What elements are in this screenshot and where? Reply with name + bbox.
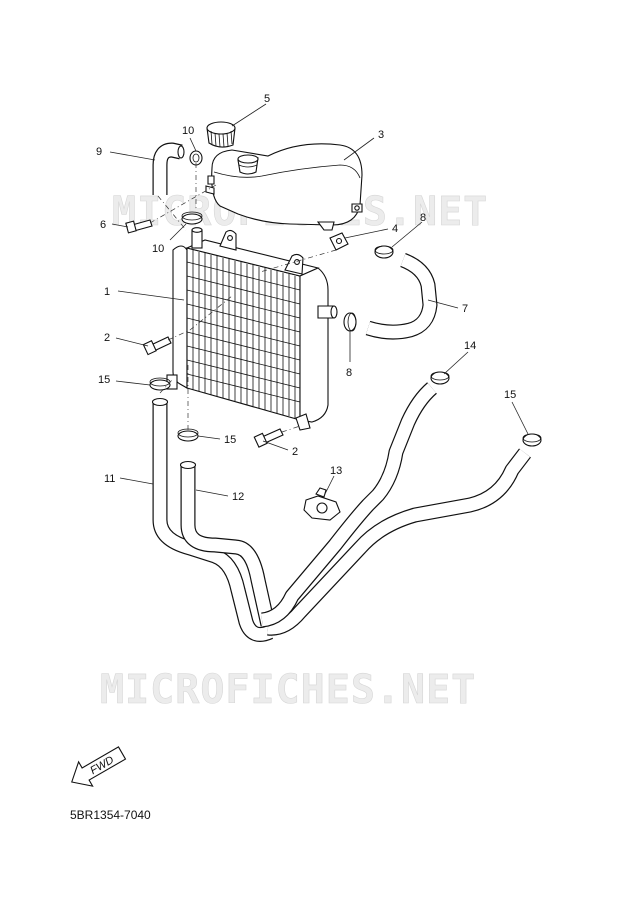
- svg-text:6: 6: [100, 219, 106, 231]
- callout-12: 12: [195, 489, 244, 503]
- svg-text:15: 15: [224, 434, 236, 446]
- clamp-10-lower: [181, 211, 203, 225]
- svg-text:12: 12: [232, 491, 244, 503]
- callout-1: 1: [104, 286, 185, 301]
- svg-text:2: 2: [292, 446, 298, 458]
- callout-15-left-top: 15: [98, 374, 151, 386]
- svg-text:11: 11: [104, 473, 115, 485]
- clamp-8-lower: [343, 312, 357, 332]
- svg-text:14: 14: [464, 340, 476, 352]
- fitting-13: [303, 487, 341, 521]
- callout-15-right: 15: [504, 389, 529, 435]
- fwd-label: FWD: [88, 754, 116, 777]
- callout-14: 14: [443, 340, 476, 375]
- svg-text:15: 15: [98, 374, 110, 386]
- hose-9: [152, 142, 185, 195]
- callout-11: 11: [104, 473, 154, 485]
- hose-11: [151, 397, 274, 642]
- callout-7: 7: [427, 299, 468, 315]
- fwd-arrow: FWD: [71, 746, 127, 787]
- hose-7: [365, 252, 438, 340]
- svg-text:2: 2: [104, 332, 110, 344]
- callout-15-left-mid: 15: [197, 434, 236, 446]
- bolt-2-lower: [253, 428, 284, 448]
- bolt-6: [125, 219, 153, 234]
- callout-6: 6: [100, 219, 129, 231]
- clamp-15-right: [522, 433, 542, 447]
- clamp-14: [430, 371, 450, 385]
- bracket-4: [329, 232, 349, 251]
- svg-text:10: 10: [182, 125, 194, 137]
- reservoir-cap: [206, 121, 236, 148]
- svg-text:5: 5: [264, 93, 270, 105]
- callout-10-upper: 10: [182, 125, 197, 152]
- svg-text:8: 8: [346, 367, 352, 379]
- assembly-lines: [149, 163, 337, 433]
- hose-12: [179, 460, 276, 627]
- reservoir-tank: [205, 143, 363, 231]
- svg-text:3: 3: [378, 129, 384, 141]
- callout-5: 5: [231, 93, 270, 127]
- svg-text:8: 8: [420, 212, 426, 224]
- svg-text:10: 10: [152, 243, 164, 255]
- svg-text:9: 9: [96, 146, 102, 158]
- callout-13: 13: [323, 465, 342, 497]
- watermark-bottom: MICROFICHES.NET: [100, 667, 476, 713]
- callout-8-upper: 8: [391, 212, 426, 248]
- callout-10-lower: 10: [152, 223, 187, 255]
- svg-text:4: 4: [392, 223, 398, 235]
- svg-text:1: 1: [104, 286, 110, 298]
- clamp-15-left-mid: [177, 428, 199, 442]
- clamp-8-upper: [374, 245, 394, 259]
- callout-9: 9: [96, 146, 156, 161]
- svg-text:15: 15: [504, 389, 516, 401]
- svg-text:7: 7: [462, 303, 468, 315]
- callout-4: 4: [344, 223, 398, 239]
- callout-3: 3: [343, 129, 384, 161]
- callout-2-lower: 2: [262, 440, 298, 458]
- diagram-code: 5BR1354-7040: [70, 808, 151, 822]
- svg-text:13: 13: [330, 465, 342, 477]
- callout-2-upper: 2: [104, 332, 149, 347]
- clamp-10-upper: [189, 150, 203, 166]
- main-return-hose: [260, 382, 531, 636]
- callout-8-lower: 8: [346, 330, 352, 379]
- radiator: [166, 227, 338, 431]
- bolt-2-upper: [142, 336, 172, 356]
